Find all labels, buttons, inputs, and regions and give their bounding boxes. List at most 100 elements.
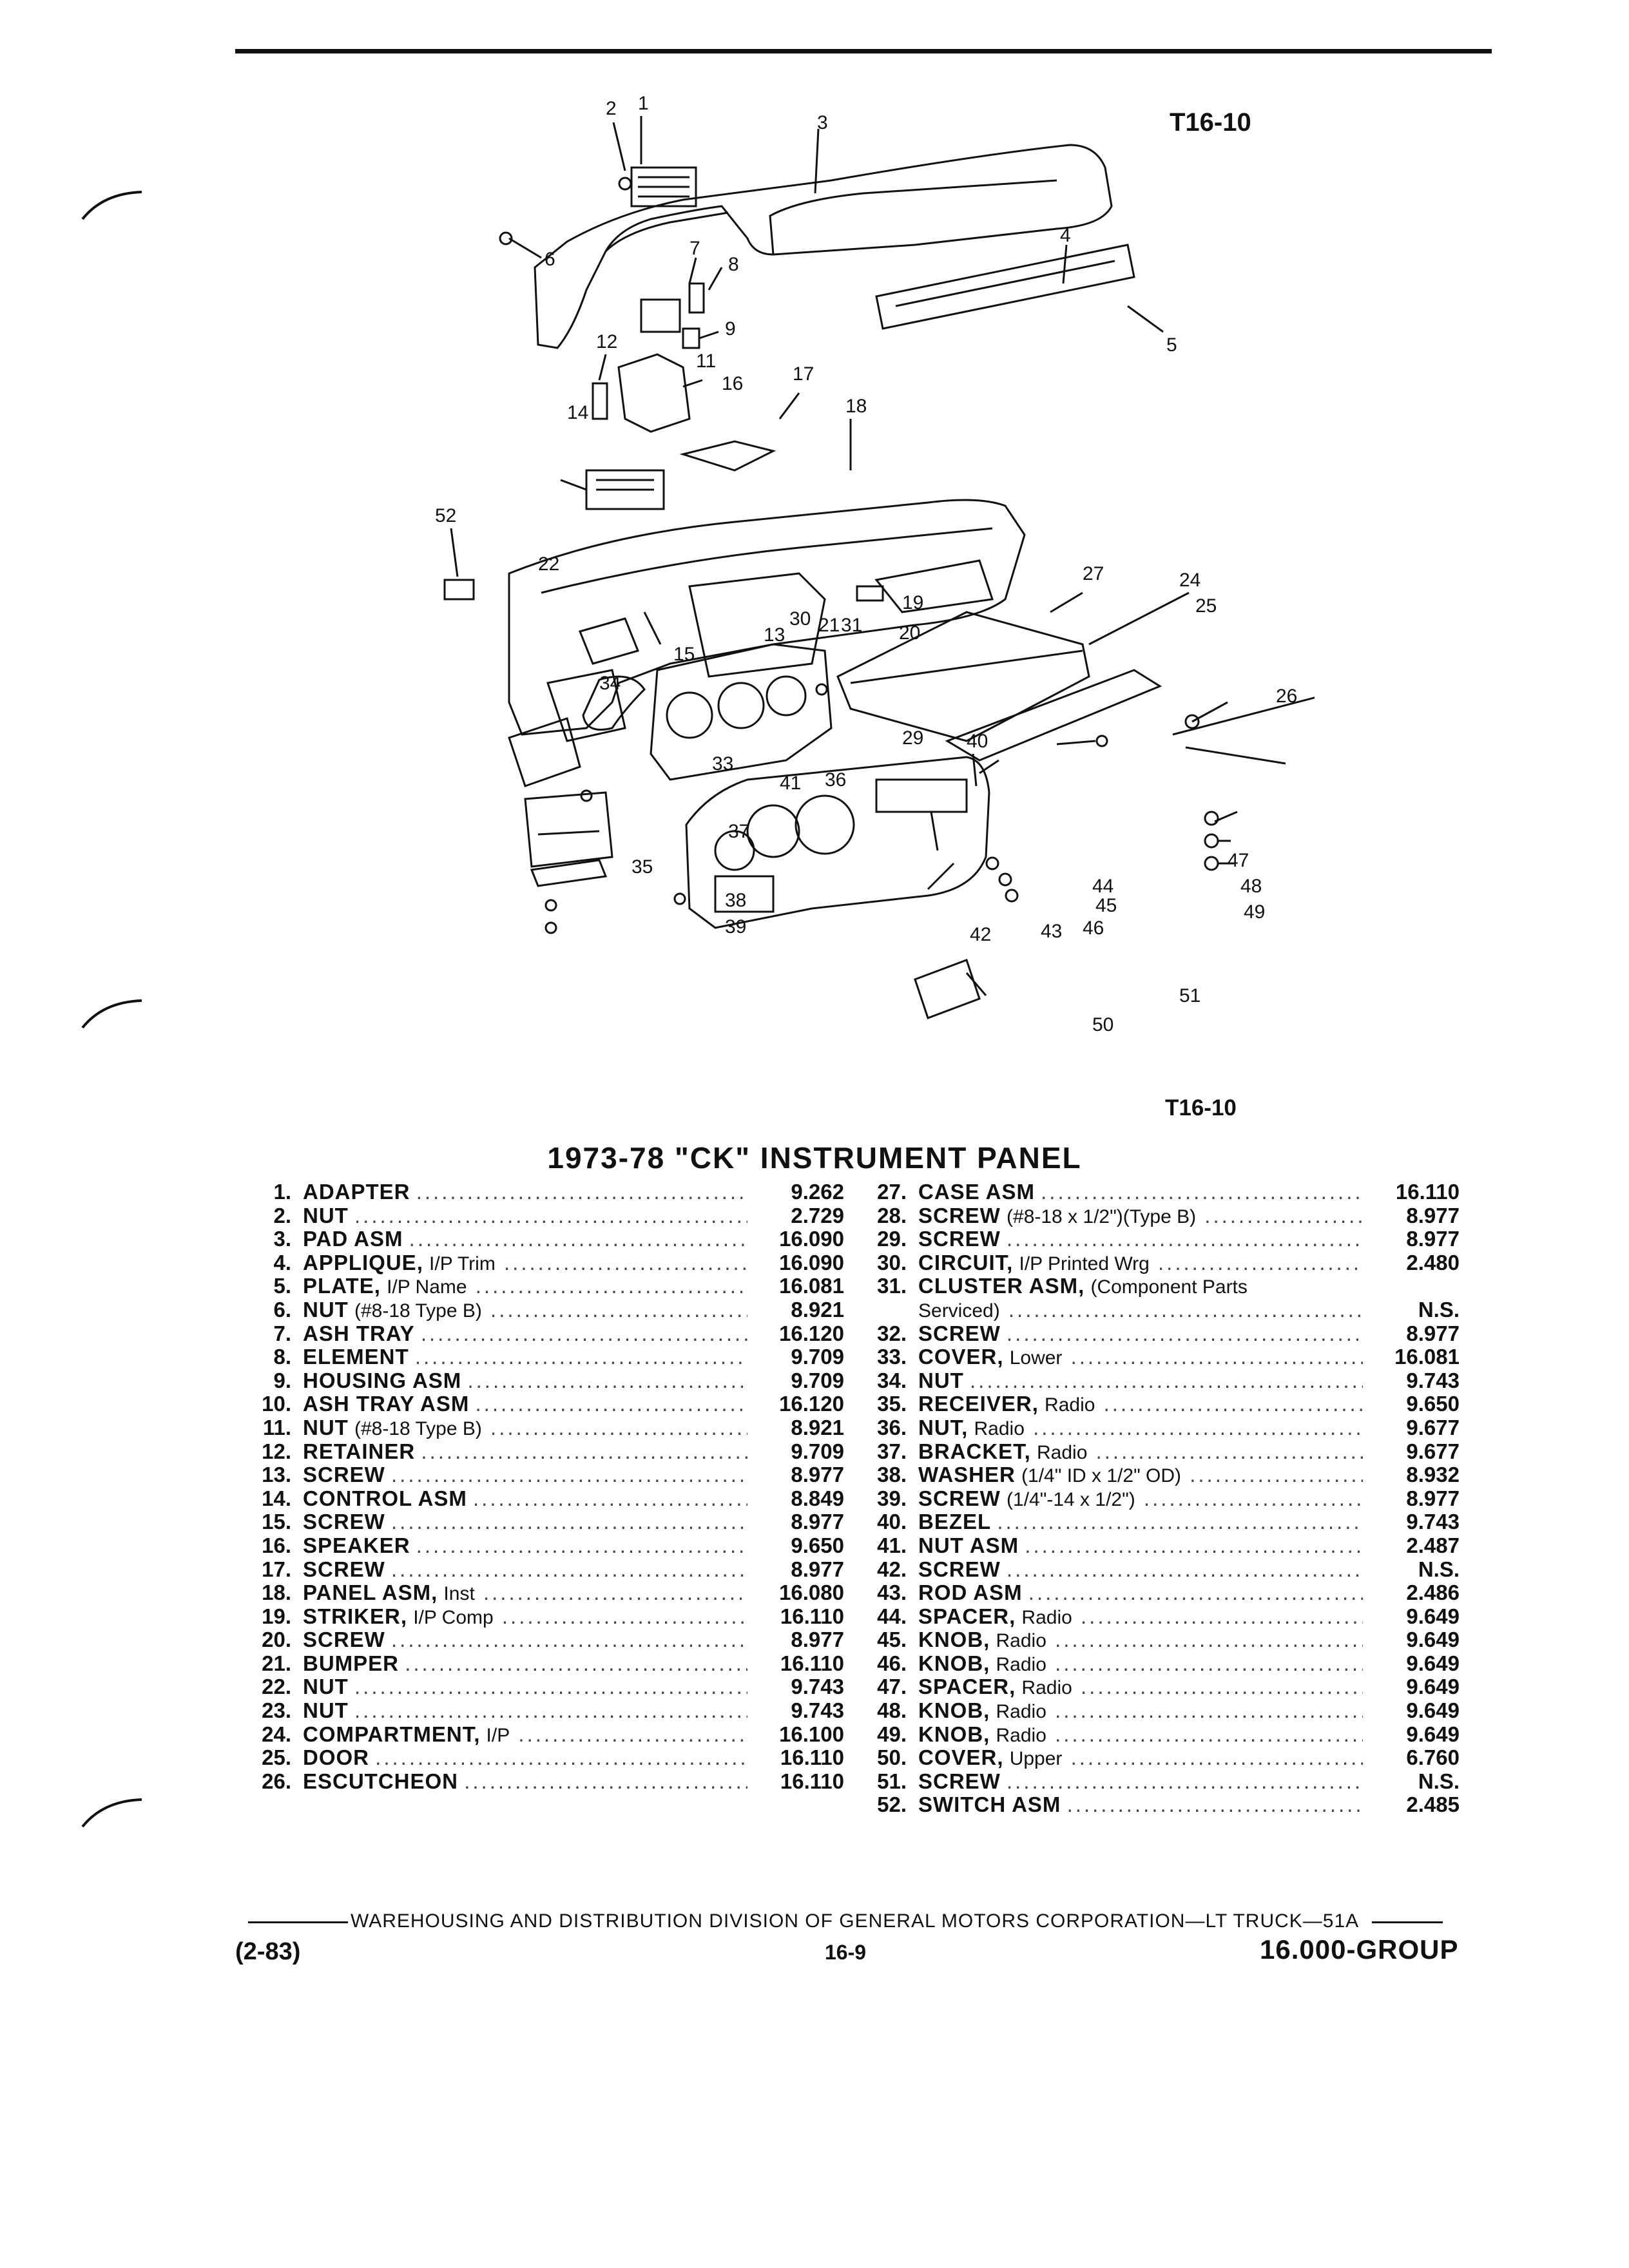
part-number: 18. — [262, 1581, 291, 1605]
group-code: 9.709 — [791, 1368, 844, 1392]
part-name: APPLIQUE, — [303, 1251, 423, 1274]
part-number: 41. — [877, 1533, 907, 1557]
part-number: 2. — [273, 1203, 291, 1227]
parts-list-row: 19.STRIKER, I/P Comp ...................… — [238, 1604, 844, 1630]
part-name: COVER, — [918, 1345, 1004, 1369]
group-code: 9.743 — [1406, 1368, 1460, 1392]
part-description: SPEAKER ................................… — [303, 1534, 747, 1559]
parts-list-row: 6.NUT (#8-18 Type B) ...................… — [238, 1298, 844, 1322]
callout: 12 — [596, 331, 617, 352]
parts-list-row: 52.SWITCH ASM ..........................… — [854, 1793, 1460, 1817]
parts-list-row: 3.PAD ASM ..............................… — [238, 1227, 844, 1251]
part-description: SPACER, Radio ..........................… — [918, 1675, 1363, 1700]
part-number: 29. — [877, 1227, 907, 1251]
parts-list-row: 16.SPEAKER .............................… — [238, 1533, 844, 1559]
part-description: SWITCH ASM .............................… — [918, 1793, 1363, 1818]
part-qualifier: Radio — [1045, 1394, 1095, 1416]
group-code: 9.649 — [1406, 1675, 1460, 1699]
part-number: 17. — [262, 1557, 291, 1581]
part-description: BRACKET, Radio .........................… — [918, 1440, 1363, 1465]
part-number: 24. — [262, 1722, 291, 1746]
callout: 50 — [1092, 1014, 1113, 1035]
leader-dots: ........................................… — [1055, 1699, 1363, 1723]
parts-list-row: 18.PANEL ASM, Inst .....................… — [238, 1581, 844, 1605]
parts-list-row: 44.SPACER, Radio .......................… — [854, 1604, 1460, 1629]
figure-reference: T16-10 — [1170, 108, 1251, 137]
leader-dots: ........................................… — [1055, 1651, 1363, 1675]
part-description: STRIKER, I/P Comp ......................… — [303, 1605, 747, 1630]
part-qualifier: Radio — [996, 1724, 1046, 1746]
part-name: NUT, — [918, 1416, 969, 1439]
part-number: 42. — [877, 1557, 907, 1581]
part-description: RECEIVER, Radio ........................… — [918, 1392, 1363, 1418]
parts-list-row: 21.BUMPER ..............................… — [238, 1651, 844, 1676]
part-name: CIRCUIT, — [918, 1251, 1014, 1274]
leader-dots: ........................................… — [391, 1510, 747, 1534]
callout: 4 — [1060, 225, 1071, 246]
part-qualifier: Radio — [996, 1630, 1046, 1652]
parts-list-row: 50.COVER, Upper ........................… — [854, 1746, 1460, 1770]
parts-list-row: 9.HOUSING ASM ..........................… — [238, 1369, 844, 1393]
part-name: SPACER, — [918, 1604, 1016, 1628]
footer-division: WAREHOUSING AND DISTRIBUTION DIVISION OF… — [351, 1910, 1360, 1932]
group-code: 2.487 — [1406, 1533, 1460, 1557]
part-number: 32. — [877, 1321, 907, 1345]
callout: 17 — [793, 363, 814, 385]
group-code: 8.977 — [1406, 1203, 1460, 1227]
part-number: 7. — [273, 1321, 291, 1345]
group-code: 16.081 — [1394, 1345, 1460, 1369]
part-number: 4. — [273, 1250, 291, 1274]
group-code: 9.709 — [791, 1439, 844, 1463]
part-name: ASH TRAY ASM — [303, 1392, 470, 1416]
part-number: 1. — [273, 1180, 291, 1204]
part-qualifier: I/P — [486, 1724, 510, 1746]
callout: 14 — [567, 402, 588, 423]
part-name: KNOB, — [918, 1628, 990, 1652]
parts-list-row: 34.NUT .................................… — [854, 1369, 1460, 1393]
part-qualifier: (#8-18 Type B) — [354, 1418, 482, 1439]
parts-list-row: 23.NUT .................................… — [238, 1698, 844, 1723]
top-rule — [235, 49, 1492, 53]
part-name: KNOB, — [918, 1651, 990, 1675]
part-number: 34. — [877, 1368, 907, 1392]
part-number: 47. — [877, 1675, 907, 1699]
part-number: 27. — [877, 1180, 907, 1204]
group-code: 8.977 — [1406, 1321, 1460, 1345]
part-description: SCREW ..................................… — [303, 1558, 747, 1583]
leader-dots: ........................................… — [1041, 1180, 1363, 1204]
callout: 8 — [728, 254, 739, 275]
part-qualifier: Inst — [443, 1583, 475, 1605]
part-qualifier: Radio — [996, 1701, 1046, 1723]
part-description: KNOB, Radio ............................… — [918, 1628, 1363, 1653]
group-code: 9.650 — [1406, 1392, 1460, 1416]
parts-list-row: 38.WASHER (1/4" ID x 1/2" OD) ..........… — [854, 1463, 1460, 1487]
part-name: KNOB, — [918, 1722, 990, 1746]
part-name: KNOB, — [918, 1699, 990, 1723]
parts-list-row: 8.ELEMENT ..............................… — [238, 1345, 844, 1369]
parts-list-row: 32.SCREW ...............................… — [854, 1321, 1460, 1346]
part-description: HOUSING ASM ............................… — [303, 1369, 747, 1394]
leader-dots: ........................................… — [1066, 1793, 1363, 1817]
group-code: 9.262 — [791, 1180, 844, 1204]
part-number: 49. — [877, 1722, 907, 1746]
parts-list-row: 13.SCREW ...............................… — [238, 1463, 844, 1487]
part-qualifier: Upper — [1009, 1748, 1063, 1770]
part-name: WASHER — [918, 1463, 1016, 1487]
leader-dots: ........................................… — [970, 1369, 1363, 1392]
part-number: 22. — [262, 1675, 291, 1699]
part-number: 12. — [262, 1439, 291, 1463]
compartment-shape — [836, 611, 1090, 742]
leader-dots: ........................................… — [1028, 1581, 1363, 1605]
part-name: ESCUTCHEON — [303, 1769, 459, 1793]
callout: 3 — [817, 112, 828, 133]
leader-dots: ........................................… — [1080, 1675, 1363, 1699]
part-description: SCREW ..................................… — [918, 1558, 1363, 1583]
part-description: ROD ASM ................................… — [918, 1581, 1363, 1606]
part-qualifier: Radio — [996, 1653, 1046, 1675]
part-qualifier: (Component Parts — [1090, 1276, 1248, 1298]
leader-dots: ........................................… — [464, 1769, 747, 1793]
callout: 40 — [967, 731, 988, 752]
part-description: BEZEL ..................................… — [918, 1510, 1363, 1535]
part-number: 3. — [273, 1227, 291, 1251]
part-number: 33. — [877, 1345, 907, 1369]
